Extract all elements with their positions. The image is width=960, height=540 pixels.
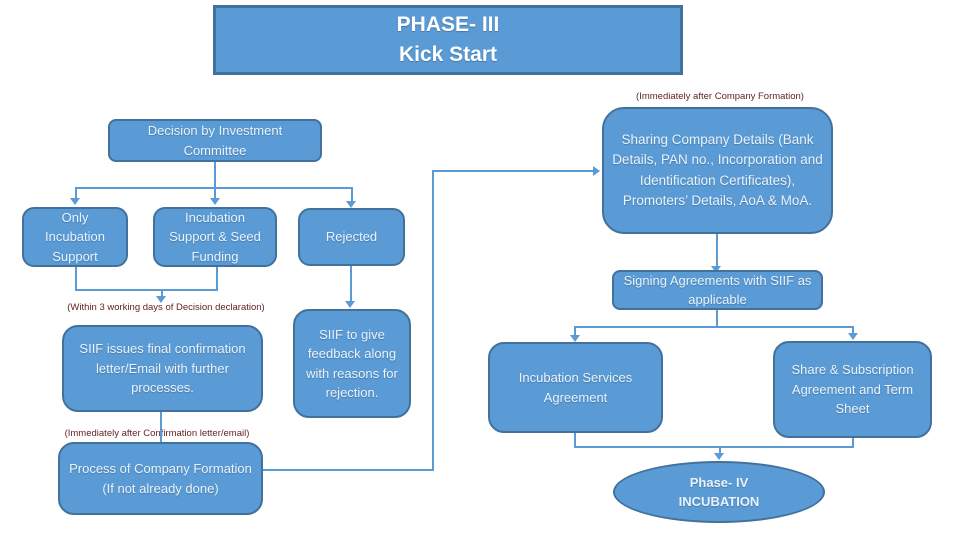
- connector-decision-down: [214, 161, 216, 188]
- connector-services-down: [574, 433, 576, 448]
- arrow-into-services-agreement: [570, 335, 580, 342]
- arrow-into-sharing-details: [593, 166, 600, 176]
- arrow-into-incubation-seed: [210, 198, 220, 205]
- connector-stub-rejected: [351, 187, 353, 203]
- node-sharing-company-details: Sharing Company Details (Bank Details, P…: [602, 107, 833, 234]
- phase4-line1: Phase- IV: [689, 474, 749, 490]
- connector-merge-horizontal: [75, 289, 218, 291]
- title-line1: PHASE- III: [396, 12, 500, 36]
- node-signing-agreements: Signing Agreements with SIIF as applicab…: [612, 270, 823, 310]
- connector-split-left-stub: [574, 326, 576, 336]
- node-siif-confirmation: SIIF issues final confirmation letter/Em…: [62, 325, 263, 412]
- connector-rejected-down: [350, 266, 352, 302]
- node-decision-committee: Decision by Investment Committee: [108, 119, 322, 162]
- node-share-subscription-agreement: Share & Subscription Agreement and Term …: [773, 341, 932, 438]
- connector-final-stub: [719, 446, 721, 454]
- connector-to-sharing: [432, 170, 594, 172]
- arrow-into-feedback: [345, 301, 355, 308]
- connector-process-right: [262, 469, 434, 471]
- connector-only-down: [75, 267, 77, 291]
- connector-vertical-riser: [432, 170, 434, 471]
- connector-seed-down: [216, 267, 218, 291]
- arrow-into-phase4: [714, 453, 724, 460]
- arrow-into-signing: [711, 266, 721, 273]
- node-rejected: Rejected: [298, 208, 405, 266]
- node-phase4-incubation: Phase- IV INCUBATION: [613, 461, 825, 523]
- connector-split-horizontal: [574, 326, 854, 328]
- connector-signing-down: [716, 310, 718, 328]
- node-incubation-services-agreement: Incubation Services Agreement: [488, 342, 663, 433]
- title-line2: Kick Start: [398, 43, 498, 66]
- connector-final-merge: [574, 446, 854, 448]
- node-only-incubation-support: Only Incubation Support: [22, 207, 128, 267]
- phase4-line2: INCUBATION: [678, 494, 760, 509]
- connector-split-right-stub: [852, 326, 854, 334]
- connector-confirmation-down: [160, 412, 162, 443]
- connector-stub-seed: [214, 187, 216, 199]
- arrow-into-only-incubation: [70, 198, 80, 205]
- connector-stub-only: [75, 187, 77, 199]
- arrow-into-share-subscription: [848, 333, 858, 340]
- arrow-into-rejected: [346, 201, 356, 208]
- note-three-days: (Within 3 working days of Decision decla…: [67, 302, 265, 313]
- connector-share-down: [852, 438, 854, 448]
- title-banner: PHASE- III Kick Start: [213, 5, 683, 75]
- arrow-to-three-days-note: [156, 296, 166, 303]
- note-confirmation: (Immediately after Confirmation letter/e…: [64, 428, 250, 439]
- node-process-company-formation: Process of Company Formation (If not alr…: [58, 442, 263, 515]
- connector-merge-stub: [161, 289, 163, 297]
- note-company-formation: (Immediately after Company Formation): [636, 91, 804, 102]
- node-incubation-seed-funding: Incubation Support & Seed Funding: [153, 207, 277, 267]
- node-feedback-rejection: SIIF to give feedback along with reasons…: [293, 309, 411, 418]
- connector-sharing-down: [716, 234, 718, 268]
